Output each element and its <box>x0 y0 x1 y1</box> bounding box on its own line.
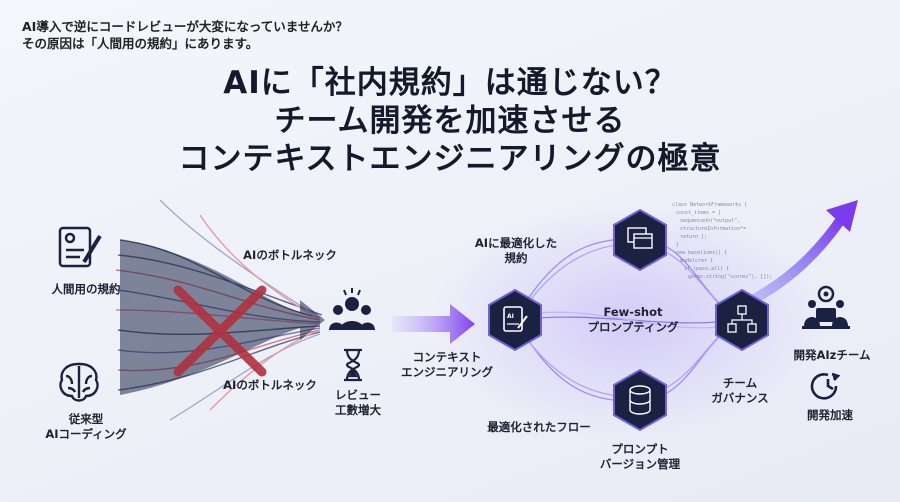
svg-text:getmo.string("scores"), []);: getmo.string("scores"), []); <box>688 274 772 280</box>
label-optimized-flow: 最適化されたフロー <box>487 420 591 434</box>
label-ai-rules-2: 規約 <box>504 251 528 265</box>
label-fewshot-2: プロンプティング <box>587 320 679 334</box>
label-gov-2: ガバナンス <box>711 391 769 405</box>
code-fragments: { } = [ ] function() return; if (x) { <box>126 246 154 381</box>
hourglass-icon <box>344 348 362 382</box>
label-ai-team: 開発AIzチーム <box>793 348 871 362</box>
label-bottleneck-bottom: AIのボトルネック <box>223 378 317 392</box>
label-ai-rules-1: AIに最適化した <box>474 236 558 250</box>
svg-text:return;: return; <box>132 336 149 341</box>
label-traditional-2: AIコーディング <box>45 427 127 441</box>
label-ai-rules: AIに最適化した 規約 <box>466 236 566 266</box>
intro-text: AI導入で逆にコードレビューが大変になっていませんか？ その原因は「人間用の規約… <box>22 18 348 52</box>
red-x-icon <box>173 285 267 377</box>
label-prompt-versioning: プロンプト バージョン管理 <box>585 442 695 472</box>
headline-line-2: チーム開発を加速させる <box>274 103 626 139</box>
label-fewshot-1: Few-shot <box>603 305 663 319</box>
svg-text:sequenceoh(*output",: sequenceoh(*output", <box>680 218 740 224</box>
hex-network <box>715 288 769 352</box>
hex-browser <box>613 208 667 272</box>
team-gear-icon <box>802 285 850 329</box>
hex-ai-document: AI <box>488 288 542 352</box>
team-stress-icon <box>329 288 375 330</box>
svg-text:if (pass.all) {: if (pass.all) { <box>684 266 729 272</box>
svg-text:return ];: return ]; <box>680 234 707 240</box>
label-context-2: エンジニアリング <box>401 365 493 379</box>
label-review-2: 工數増大 <box>335 403 381 417</box>
code-snippet: class NetworkFrameworks { const_items = … <box>672 202 772 280</box>
label-review-1: レビュー <box>335 388 381 402</box>
label-context-1: コンテキスト <box>412 350 482 364</box>
svg-text:function(): function() <box>130 296 154 301</box>
svg-text:{ } = [ ]: { } = [ ] <box>128 246 150 251</box>
headline-line-3: コンテキストエンジニアリングの極意 <box>178 141 722 177</box>
svg-text:if (x) {: if (x) { <box>126 376 145 381</box>
label-team-governance: チーム ガバナンス <box>700 376 780 406</box>
label-dev-speed: 開発加速 <box>807 408 853 422</box>
label-fewshot: Few-shot プロンプティング <box>578 305 688 335</box>
bottleneck-arrow <box>120 240 325 395</box>
svg-text:class NetworkFrameworks {: class NetworkFrameworks { <box>672 202 747 208</box>
clock-icon <box>810 372 841 400</box>
growth-arrow-icon <box>747 200 858 305</box>
label-context-engineering: コンテキスト エンジニアリング <box>392 350 502 380</box>
document-pen-icon <box>58 226 102 268</box>
hex-database <box>613 368 667 432</box>
label-gov-1: チーム <box>722 376 758 390</box>
label-traditional: 従来型 AIコーディング <box>36 412 136 442</box>
svg-text:const_items = [: const_items = [ <box>676 210 721 216</box>
label-bottleneck-top: AIのボトルネック <box>243 248 337 262</box>
svg-text:new baselines() {: new baselines() { <box>676 250 727 256</box>
label-prompt-1: プロンプト <box>611 442 669 456</box>
headline: AIに「社内規約」は通じない？ チーム開発を加速させる コンテキストエンジニアリ… <box>0 64 900 178</box>
label-prompt-2: バージョン管理 <box>599 457 681 471</box>
brain-icon <box>59 362 99 402</box>
headline-line-1: AIに「社内規約」は通じない？ <box>223 65 677 101</box>
svg-text:}: } <box>676 242 679 248</box>
svg-text:modelcrer {: modelcrer { <box>680 258 713 264</box>
intro-line-1: AI導入で逆にコードレビューが大変になっていませんか？ <box>22 19 348 34</box>
svg-text:structureInformation*=: structureInformation*= <box>680 226 746 232</box>
label-traditional-1: 従来型 <box>68 412 104 426</box>
label-human-rules: 人間用の規約 <box>51 282 121 296</box>
intro-line-2: その原因は「人間用の規約」にあります。 <box>22 36 259 51</box>
label-review: レビュー 工數増大 <box>318 388 398 418</box>
svg-text:AI: AI <box>507 313 514 320</box>
